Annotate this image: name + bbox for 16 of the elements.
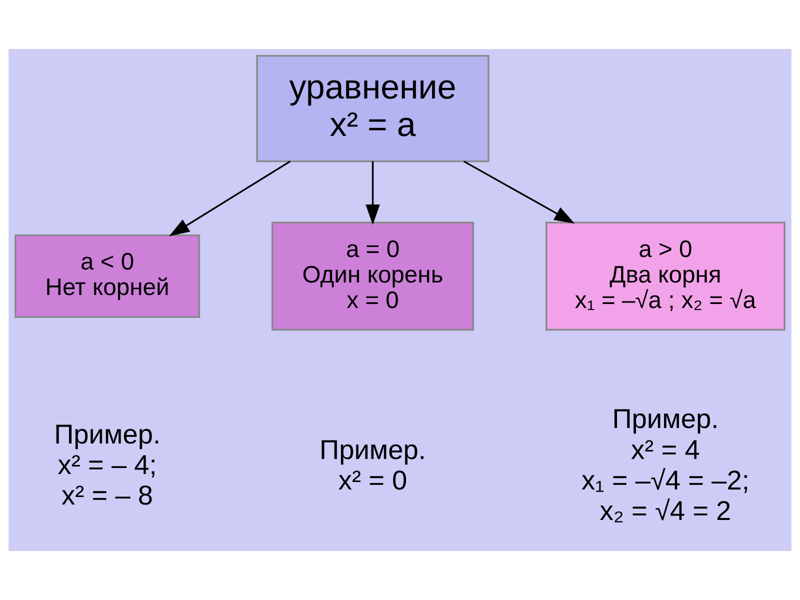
node-box: a > 0 Два корня x₁ = –√a ; x₂ = √a <box>546 222 786 331</box>
node-label: x² = 4 <box>631 434 700 465</box>
node-label: x² = – 4; <box>58 449 157 480</box>
node-label: Пример. <box>320 434 426 465</box>
arrow <box>366 161 380 225</box>
arrow <box>169 160 291 236</box>
node-box: уравнение x² = a <box>256 54 490 162</box>
node-label: x² = 0 <box>338 464 408 496</box>
arrow <box>463 160 575 224</box>
node-label: Пример. <box>54 418 161 450</box>
node-box: a < 0 Нет корней <box>14 234 200 318</box>
node-label: x₂ = √4 = 2 <box>600 495 732 526</box>
node-label: x² = – 8 <box>62 480 154 511</box>
node-box: a = 0 Один корень x = 0 <box>272 222 474 331</box>
node-label: x₁ = –√4 = –2; <box>582 464 750 496</box>
node-label: Пример. <box>612 403 719 434</box>
